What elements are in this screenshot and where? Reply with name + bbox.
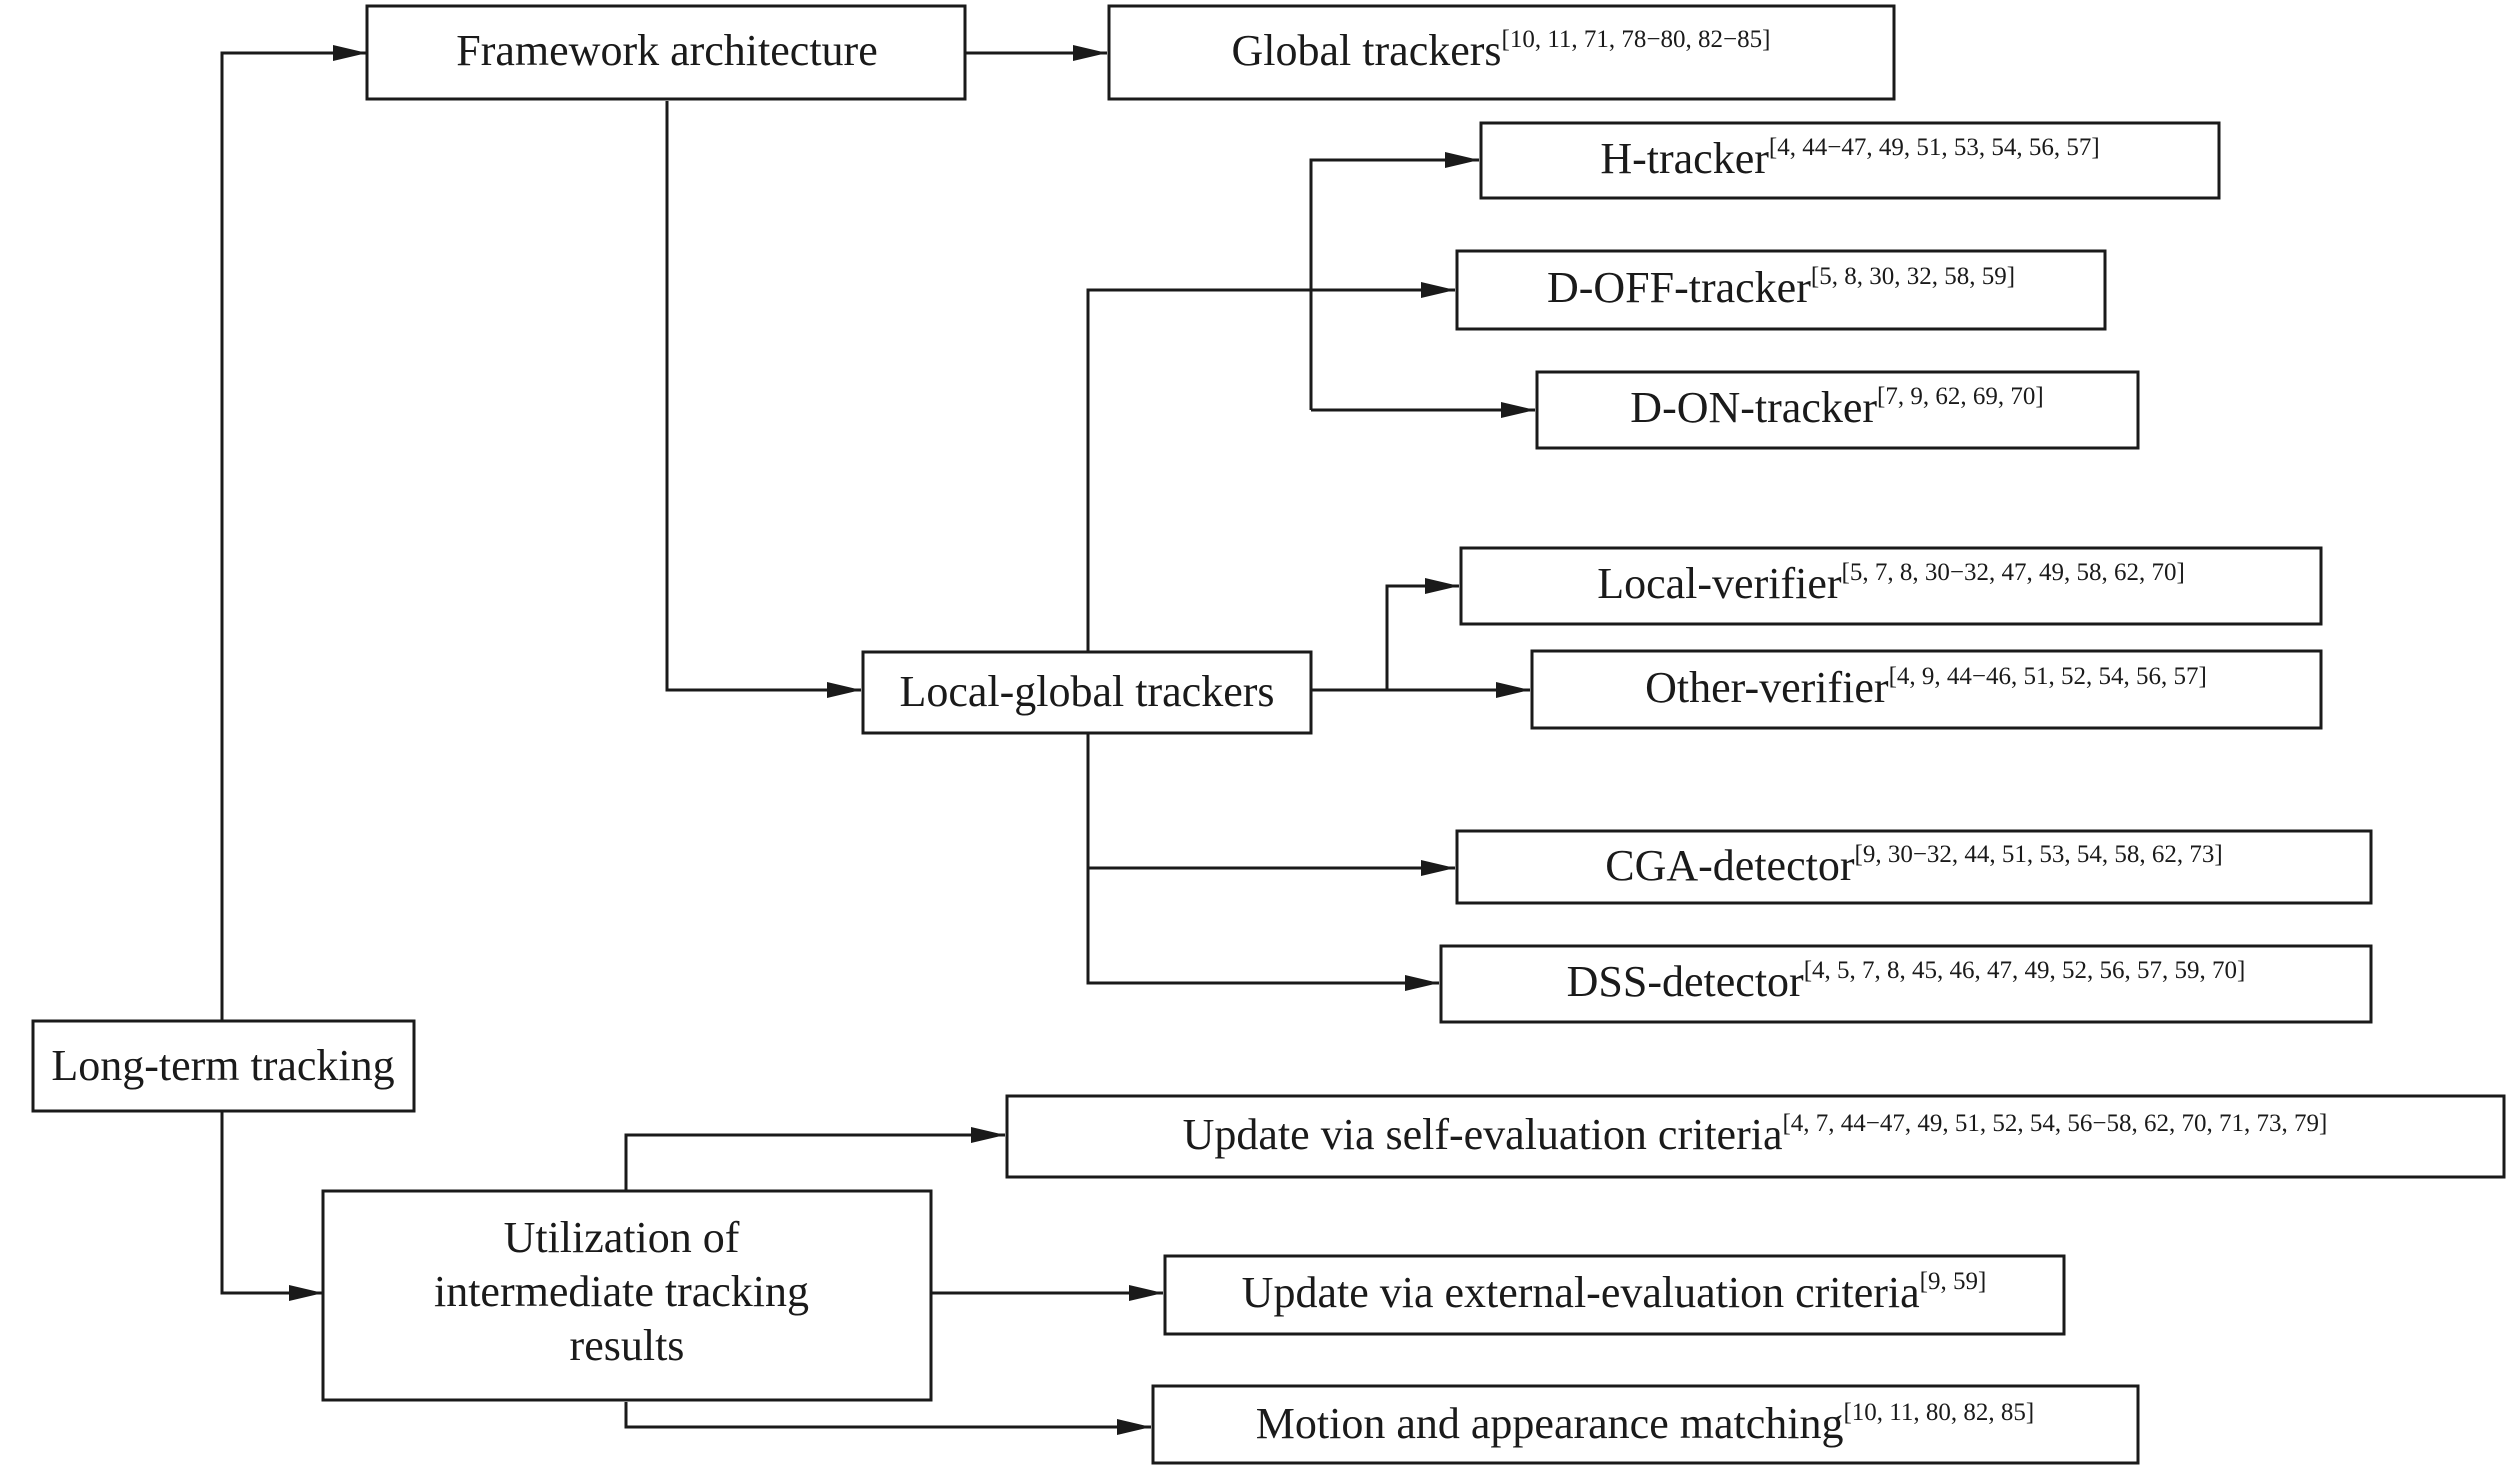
svg-text:Update via self-evaluation cri: Update via self-evaluation criteria[4, 7…: [1183, 1110, 2328, 1159]
node-cga-detector: CGA-detector[9, 30−32, 44, 51, 53, 54, 5…: [1455, 829, 2373, 905]
node-update-self-evaluation: Update via self-evaluation criteria[4, 7…: [1005, 1094, 2506, 1179]
svg-text:DSS-detector[4, 5, 7, 8, 45, 4: DSS-detector[4, 5, 7, 8, 45, 46, 47, 49,…: [1567, 957, 2246, 1006]
local-verifier-label: Local-verifier: [1597, 559, 1842, 608]
local-verifier-refs: [5, 7, 8, 30−32, 47, 49, 58, 62, 70]: [1842, 559, 2185, 586]
connector-localglobal-doff: [1086, 282, 1455, 652]
svg-text:CGA-detector[9, 30−32, 44, 51,: CGA-detector[9, 30−32, 44, 51, 53, 54, 5…: [1605, 841, 2223, 890]
h-tracker-refs: [4, 44−47, 49, 51, 53, 54, 56, 57]: [1769, 134, 2100, 161]
connectors: [220, 45, 1535, 1435]
update-self-label: Update via self-evaluation criteria: [1183, 1110, 1783, 1159]
dss-detector-refs: [4, 5, 7, 8, 45, 46, 47, 49, 52, 56, 57,…: [1804, 957, 2246, 984]
svg-text:Update via external-evaluation: Update via external-evaluation criteria[…: [1242, 1268, 1987, 1317]
other-verifier-refs: [4, 9, 44−46, 51, 52, 54, 56, 57]: [1889, 663, 2207, 690]
motion-matching-label: Motion and appearance matching: [1256, 1399, 1844, 1448]
utilization-line-1: Utilization of: [504, 1213, 740, 1262]
svg-text:D-OFF-tracker[5, 8, 30, 32, 58: D-OFF-tracker[5, 8, 30, 32, 58, 59]: [1547, 263, 2015, 312]
svg-text:H-tracker[4, 44−47, 49, 51, 53: H-tracker[4, 44−47, 49, 51, 53, 54, 56, …: [1600, 134, 2099, 183]
svg-text:D-ON-tracker[7, 9, 62, 69, 70]: D-ON-tracker[7, 9, 62, 69, 70]: [1630, 383, 2043, 432]
utilization-line-2: intermediate tracking: [434, 1267, 809, 1316]
svg-text:Local-verifier[5, 7, 8, 30−32,: Local-verifier[5, 7, 8, 30−32, 47, 49, 5…: [1597, 559, 2185, 608]
root-label: Long-term tracking: [51, 1041, 394, 1090]
node-global-trackers: Global trackers[10, 11, 71, 78−80, 82−85…: [1107, 4, 1896, 101]
update-external-refs: [9, 59]: [1920, 1268, 1987, 1295]
connector-localglobal-dss: [1086, 733, 1439, 991]
local-global-label: Local-global trackers: [899, 667, 1274, 716]
svg-text:Global trackers[10, 11, 71, 78: Global trackers[10, 11, 71, 78−80, 82−85…: [1232, 26, 1771, 75]
h-tracker-label: H-tracker: [1600, 134, 1769, 183]
svg-text:Utilization of intermedi: Utilization of intermediate tracking res…: [434, 1213, 820, 1370]
d-on-tracker-label: D-ON-tracker: [1630, 383, 1877, 432]
update-external-label: Update via external-evaluation criteria: [1242, 1268, 1920, 1317]
node-other-verifier: Other-verifier[4, 9, 44−46, 51, 52, 54, …: [1530, 649, 2323, 730]
dss-detector-label: DSS-detector: [1567, 957, 1804, 1006]
d-on-tracker-refs: [7, 9, 62, 69, 70]: [1877, 383, 2044, 410]
connector-root-framework: [220, 45, 367, 1021]
svg-text:Other-verifier[4, 9, 44−46, 51: Other-verifier[4, 9, 44−46, 51, 52, 54, …: [1645, 663, 2207, 712]
node-framework-architecture: Framework architecture: [365, 4, 967, 101]
connector-update-self: [624, 1127, 1005, 1191]
node-local-verifier: Local-verifier[5, 7, 8, 30−32, 47, 49, 5…: [1459, 546, 2323, 626]
cga-detector-label: CGA-detector: [1605, 841, 1855, 890]
node-dss-detector: DSS-detector[4, 5, 7, 8, 45, 46, 47, 49,…: [1439, 944, 2373, 1024]
framework-label: Framework architecture: [456, 26, 877, 75]
cga-detector-refs: [9, 30−32, 44, 51, 53, 54, 58, 62, 73]: [1855, 841, 2223, 868]
node-long-term-tracking: Long-term tracking: [31, 1019, 416, 1113]
node-utilization: Utilization of intermediate tracking res…: [321, 1189, 933, 1402]
utilization-line-3: results: [570, 1321, 685, 1370]
connector-framework-localglobal: [665, 101, 861, 698]
node-motion-appearance-matching: Motion and appearance matching[10, 11, 8…: [1151, 1384, 2140, 1465]
node-d-off-tracker: D-OFF-tracker[5, 8, 30, 32, 58, 59]: [1455, 249, 2107, 331]
d-off-tracker-refs: [5, 8, 30, 32, 58, 59]: [1811, 263, 2015, 290]
svg-text:Local-global trackers: Local-global trackers: [899, 667, 1274, 716]
node-update-external-evaluation: Update via external-evaluation criteria[…: [1163, 1254, 2066, 1336]
node-d-on-tracker: D-ON-tracker[7, 9, 62, 69, 70]: [1535, 370, 2140, 450]
update-self-refs: [4, 7, 44−47, 49, 51, 52, 54, 56−58, 62,…: [1782, 1110, 2327, 1137]
node-h-tracker: H-tracker[4, 44−47, 49, 51, 53, 54, 56, …: [1479, 121, 2221, 200]
global-trackers-refs: [10, 11, 71, 78−80, 82−85]: [1502, 26, 1771, 53]
motion-matching-refs: [10, 11, 80, 82, 85]: [1843, 1399, 2034, 1426]
global-trackers-label: Global trackers: [1232, 26, 1502, 75]
connector-motion-matching: [624, 1402, 1151, 1435]
d-off-tracker-label: D-OFF-tracker: [1547, 263, 1811, 312]
svg-text:Framework architecture: Framework architecture: [456, 26, 877, 75]
connector-h-tracker: [1309, 152, 1479, 410]
node-local-global-trackers: Local-global trackers: [861, 650, 1313, 735]
connector-local-verifier: [1385, 578, 1459, 690]
connector-root-utilization: [220, 1111, 323, 1301]
svg-text:Long-term tracking: Long-term tracking: [51, 1041, 394, 1090]
svg-text:Motion and appearance matching: Motion and appearance matching[10, 11, 8…: [1256, 1399, 2034, 1448]
other-verifier-label: Other-verifier: [1645, 663, 1889, 712]
